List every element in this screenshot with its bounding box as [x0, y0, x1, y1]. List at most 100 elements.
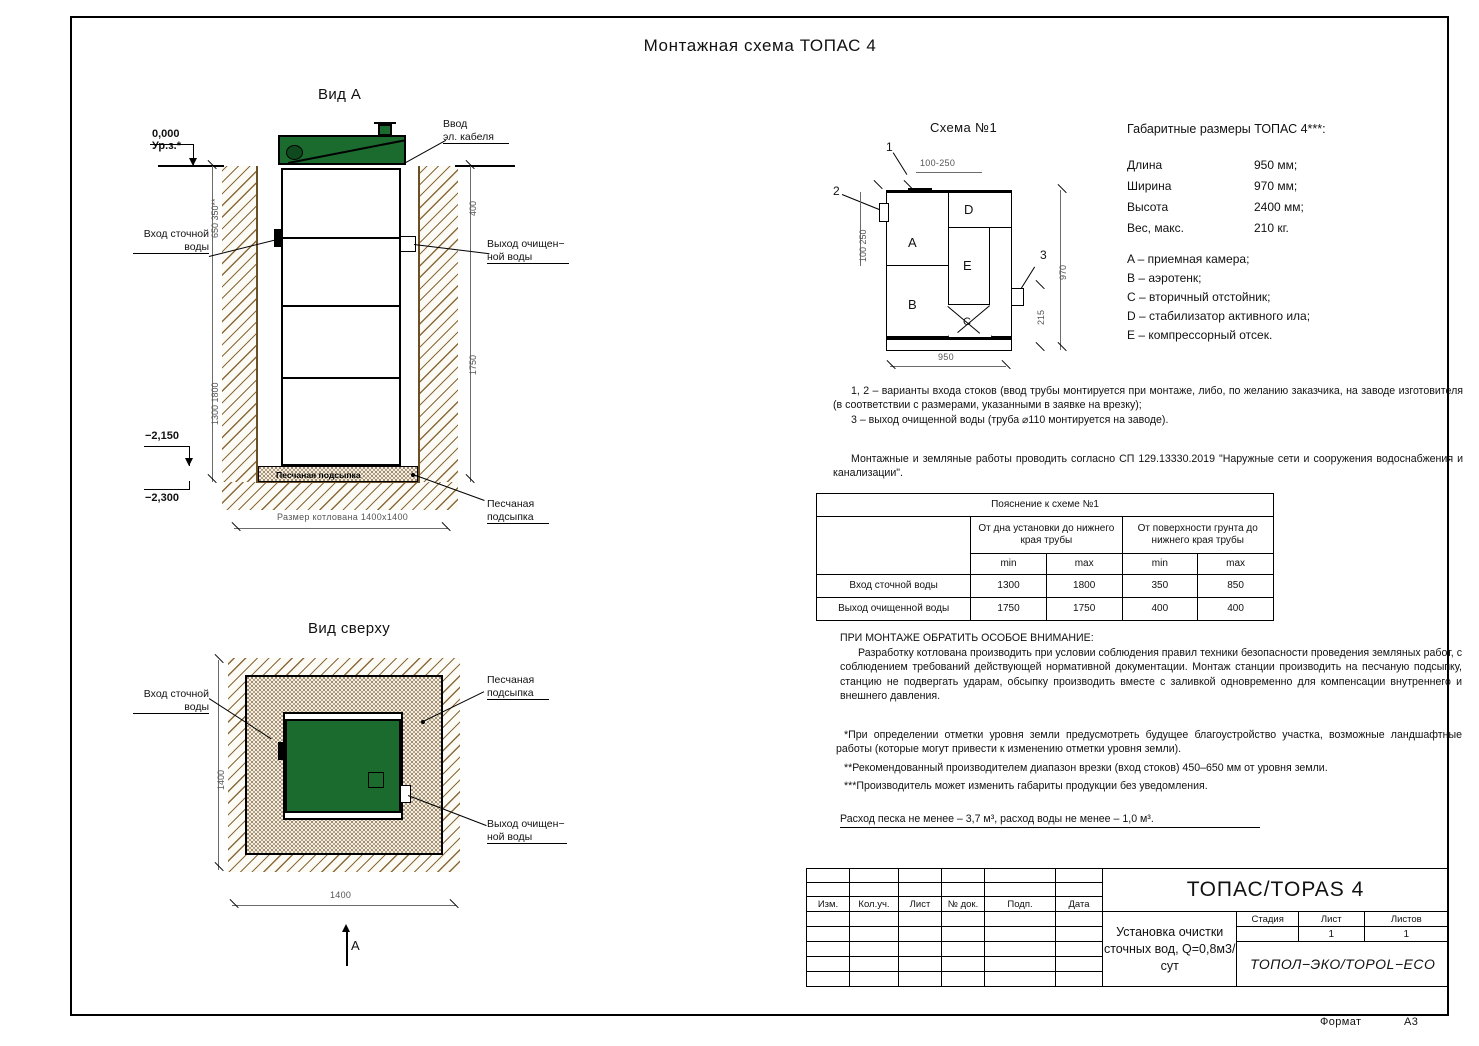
schema-letter-D: D — [964, 202, 974, 217]
soil-hatch-left — [222, 166, 258, 482]
section-mark-label: А — [351, 938, 360, 953]
schema-outlet-stub — [1011, 288, 1024, 306]
rev-cell — [898, 882, 942, 897]
table-row: Вход сточной воды 1300 1800 350 850 — [815, 574, 1274, 598]
schema-div-AB — [886, 265, 948, 267]
title-block-row: ТОПАС/TOPAS 4 — [806, 868, 1449, 912]
elevation-zero: 0,000 Ур.з.* — [152, 128, 182, 152]
rev-header-3: № док. — [941, 896, 985, 912]
table-caption: Пояснение к схеме №1 — [816, 493, 1274, 517]
blank-cell — [898, 911, 942, 927]
ground-line-right — [455, 165, 515, 167]
table-row-1-val-2: 400 — [1121, 597, 1199, 621]
legend-item-b: B – аэротенк; — [1127, 271, 1202, 285]
table-row-0-val-1: 1800 — [1045, 574, 1123, 598]
blank-cell — [806, 926, 850, 942]
attention-title: ПРИ МОНТАЖЕ ОБРАТИТЬ ОСОБОЕ ВНИМАНИЕ: — [840, 632, 1094, 644]
table-sub-header-2: min — [1121, 553, 1199, 575]
spec-value-2: 2400 мм; — [1254, 200, 1304, 214]
schema-dim-right-part: 215 — [1036, 309, 1046, 325]
rev-cell — [984, 882, 1056, 897]
rev-header-1: Кол.уч. — [849, 896, 899, 912]
blank-cell — [941, 941, 985, 957]
schema-callout-3: 3 — [1040, 248, 1047, 262]
schema-dim-bottom: 950 — [938, 352, 954, 362]
blank-cell — [941, 911, 985, 927]
title-block: ТОПАС/TOPAS 4 Изм. Кол.уч. Лист № док. П… — [806, 868, 1450, 987]
table-row: Выход очищенной воды 1750 1750 400 400 — [815, 597, 1274, 621]
view-title-section: Вид А — [318, 86, 362, 103]
blank-cell — [849, 956, 899, 972]
lid-hatch-circle — [286, 145, 303, 160]
table-row-1-val-0: 1750 — [970, 597, 1047, 621]
schema-inlet-top-stub — [908, 188, 932, 193]
legend-item-d: D – стабилизатор активного ила; — [1127, 309, 1311, 323]
table-row-0-val-2: 350 — [1121, 574, 1199, 598]
note-standard: Монтажные и земляные работы проводить со… — [833, 453, 1463, 480]
schema-div-AD — [948, 192, 950, 227]
table-group-header-row: От дна установки до нижнего края трубы О… — [815, 516, 1274, 575]
blank-cell — [849, 971, 899, 987]
schema-tank-bottom — [886, 336, 1012, 339]
dim-line-pit-width — [234, 528, 448, 529]
note-outlet-variant: 3 – выход очищенной воды (труба ⌀110 мон… — [851, 414, 1169, 426]
spec-name-2: Высота — [1127, 200, 1169, 214]
schema-dim-top: 100-250 — [920, 158, 956, 168]
blank-cell — [941, 956, 985, 972]
schema-tank-top — [886, 190, 1012, 193]
label-cable-entry: Ввод эл. кабеля — [443, 118, 509, 144]
schema-chamber-E-box — [948, 227, 990, 305]
sand-bedding-section — [258, 466, 418, 482]
blank-cell — [806, 911, 850, 927]
blank-cell — [984, 911, 1056, 927]
section-arrow-line — [346, 932, 348, 966]
note-inlet-variants: 1, 2 – варианты входа стоков (ввод трубы… — [833, 385, 1463, 412]
rev-header-5: Дата — [1055, 896, 1103, 912]
tank-lid-plan — [285, 719, 401, 813]
elevation-tank-bottom: −2,150 — [145, 430, 179, 442]
schema-dim-left: 100 250 — [858, 229, 868, 262]
attention-body: Разработку котлована производить при усл… — [840, 647, 1462, 703]
blank-cell — [984, 956, 1056, 972]
blank-cell — [1055, 911, 1103, 927]
section-arrow-head — [342, 924, 350, 932]
dim-left-bottom: 1300 1800 — [210, 382, 220, 425]
label-sand-section: Песчаная подсыпка — [487, 498, 549, 524]
blank-cell — [1055, 956, 1103, 972]
blank-cell — [984, 971, 1056, 987]
table-sub-header-row: min max min max — [817, 553, 1274, 575]
legend-item-a: A – приемная камера; — [1127, 252, 1250, 266]
blank-cell — [941, 971, 985, 987]
elevation-pit-bottom-rule — [144, 489, 190, 491]
table-sub-header-3: max — [1197, 553, 1274, 575]
stage-value-0 — [1236, 926, 1299, 942]
table-group-header-0: От дна установки до нижнего края трубы — [970, 516, 1123, 554]
inlet-pipe-stub-section — [274, 229, 283, 247]
footnote-3: ***Производитель может изменить габариты… — [844, 780, 1208, 792]
rev-header-0: Изм. — [806, 896, 850, 912]
elevation-zero-arrow — [189, 158, 197, 166]
rev-header-2: Лист — [898, 896, 942, 912]
blank-cell — [1055, 926, 1103, 942]
stage-value-2: 1 — [1363, 926, 1450, 942]
rev-cell — [941, 868, 985, 883]
spec-name-1: Ширина — [1127, 179, 1172, 193]
blank-cell — [849, 926, 899, 942]
elevation-tank-bottom-leader — [189, 446, 191, 466]
schema-letter-B: B — [908, 297, 917, 312]
title-block-row — [806, 956, 1449, 972]
schema-letter-A: A — [908, 235, 917, 250]
product-name: ТОПАС/TOPAS 4 — [1102, 868, 1449, 912]
spec-name-0: Длина — [1127, 158, 1163, 172]
elevation-pit-bottom: −2,300 — [145, 492, 179, 504]
table-sub-header-0: min — [970, 553, 1047, 575]
pit-floor — [256, 481, 420, 483]
schema-dim-top-line — [916, 172, 982, 173]
legend-item-e: E – компрессорный отсек. — [1127, 328, 1273, 342]
explanation-table: Пояснение к схеме №1 От дна установки до… — [815, 493, 1274, 621]
stage-header-1: Лист — [1297, 911, 1365, 927]
blank-cell — [849, 941, 899, 957]
schema-callout-1: 1 — [886, 140, 893, 154]
schema-dim-right-total: 970 — [1058, 264, 1068, 280]
